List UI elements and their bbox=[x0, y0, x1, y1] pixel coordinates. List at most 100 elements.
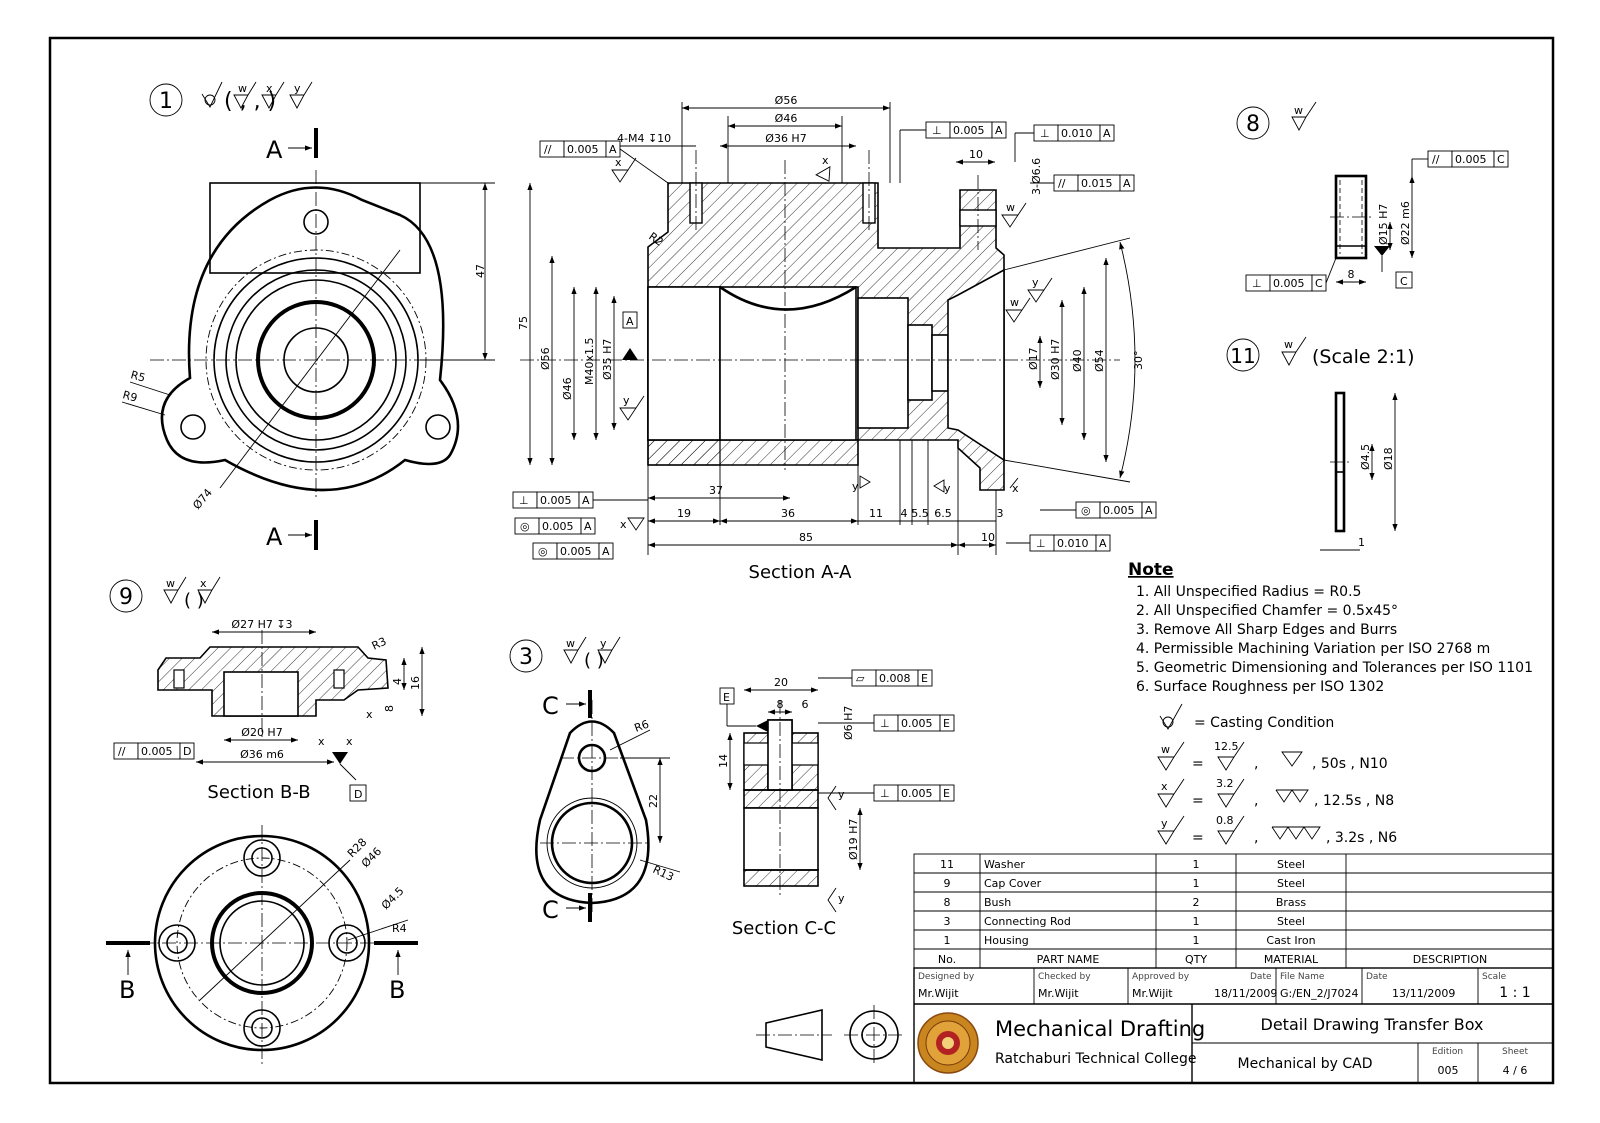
svg-text:A: A bbox=[1099, 537, 1107, 550]
section-letter-b-right: B bbox=[389, 976, 405, 1004]
svg-text:w: w bbox=[1010, 296, 1019, 309]
svg-text:Cap Cover: Cap Cover bbox=[984, 877, 1042, 890]
svg-text:20: 20 bbox=[774, 676, 788, 689]
svg-text:w: w bbox=[1284, 338, 1293, 351]
company-name: Mechanical Drafting bbox=[995, 1017, 1205, 1041]
svg-text:PART NAME: PART NAME bbox=[1037, 953, 1100, 966]
svg-text:◎: ◎ bbox=[538, 545, 548, 558]
svg-text:0.005: 0.005 bbox=[560, 545, 592, 558]
fcf-concentric-2: ◎ 0.005 A bbox=[532, 542, 614, 560]
svg-text:E: E bbox=[943, 787, 950, 800]
svg-text:=: = bbox=[1192, 756, 1204, 772]
svg-text:85: 85 bbox=[799, 531, 813, 544]
svg-text:Approved by: Approved by bbox=[1132, 972, 1190, 982]
note-item: 5. Geometric Dimensioning and Tolerances… bbox=[1136, 660, 1533, 676]
parts-row: 1 Housing 1 Cast Iron bbox=[944, 934, 1316, 947]
svg-text:0.005: 0.005 bbox=[953, 124, 985, 137]
svg-text:0.005: 0.005 bbox=[540, 494, 572, 507]
roughness-symbols: ( , , ) w x y bbox=[201, 81, 313, 114]
washer-number: 11 bbox=[1230, 344, 1255, 368]
svg-text:0.005: 0.005 bbox=[901, 787, 933, 800]
drawing-subtitle: Mechanical by CAD bbox=[1238, 1056, 1373, 1072]
parts-list: 11 Washer 1 Steel 9 Cap Cover 1 Steel 8 … bbox=[913, 853, 1554, 969]
svg-text:6.5: 6.5 bbox=[934, 507, 952, 520]
svg-text:D: D bbox=[354, 788, 362, 801]
svg-text:Steel: Steel bbox=[1277, 877, 1305, 890]
svg-text:C: C bbox=[1315, 277, 1323, 290]
svg-text:x: x bbox=[1161, 780, 1168, 793]
svg-text:1: 1 bbox=[1358, 536, 1365, 549]
svg-text:Ø15 H7: Ø15 H7 bbox=[1377, 204, 1390, 245]
parts-row: 3 Connecting Rod 1 Steel bbox=[944, 915, 1305, 928]
svg-text:E: E bbox=[723, 691, 730, 704]
svg-text:x: x bbox=[200, 577, 207, 590]
parts-row: 11 Washer 1 Steel bbox=[940, 858, 1305, 871]
svg-text:13/11/2009: 13/11/2009 bbox=[1392, 987, 1455, 1000]
svg-text:14: 14 bbox=[717, 754, 730, 768]
note-item: 2. All Unspecified Chamfer = 0.5x45° bbox=[1136, 603, 1398, 619]
svg-text:⊥: ⊥ bbox=[519, 494, 529, 507]
school-name: Ratchaburi Technical College bbox=[995, 1051, 1196, 1067]
drawing-title: Detail Drawing Transfer Box bbox=[1261, 1015, 1484, 1034]
svg-text:File Name: File Name bbox=[1280, 972, 1325, 982]
svg-text:10: 10 bbox=[969, 148, 983, 161]
svg-text://: // bbox=[1058, 177, 1066, 190]
svg-text:( , , ): ( , , ) bbox=[224, 89, 276, 114]
svg-text:, 3.2s , N6: , 3.2s , N6 bbox=[1326, 830, 1397, 846]
svg-text:Scale: Scale bbox=[1482, 972, 1507, 982]
svg-text:w: w bbox=[166, 577, 175, 590]
section-letter-b-left: B bbox=[119, 976, 135, 1004]
svg-text:Connecting Rod: Connecting Rod bbox=[984, 915, 1071, 928]
parts-row: 9 Cap Cover 1 Steel bbox=[944, 877, 1305, 890]
svg-text:22: 22 bbox=[647, 794, 660, 808]
cover-number: 9 bbox=[119, 585, 133, 610]
svg-text:Ø17: Ø17 bbox=[1027, 347, 1040, 370]
svg-text:3.2: 3.2 bbox=[1216, 777, 1234, 790]
svg-text:x: x bbox=[620, 518, 627, 531]
svg-text:Ø30 H7: Ø30 H7 bbox=[1049, 339, 1062, 380]
svg-text:y: y bbox=[838, 892, 845, 905]
svg-text:1: 1 bbox=[944, 934, 951, 947]
projection-symbol bbox=[756, 1005, 904, 1065]
svg-text:A: A bbox=[602, 545, 610, 558]
svg-text:Ø22 m6: Ø22 m6 bbox=[1399, 201, 1412, 245]
svg-text:x: x bbox=[318, 735, 325, 748]
svg-text:0.015: 0.015 bbox=[1081, 177, 1113, 190]
svg-text:A: A bbox=[1103, 127, 1111, 140]
section-letter-bottom: A bbox=[266, 523, 283, 551]
svg-text:Mr.Wijit: Mr.Wijit bbox=[1038, 987, 1079, 1000]
roughness-marks-aa: x x w w y y y y x x bbox=[611, 154, 1053, 531]
title-block: Designed by Mr.Wijit Checked by Mr.Wijit… bbox=[913, 967, 1554, 1084]
section-aa-view: Ø56 Ø46 Ø36 H7 4-M4 ↧10 R2 10 3-Ø6.6 75 … bbox=[512, 94, 1157, 583]
svg-text:x: x bbox=[346, 735, 353, 748]
section-letter-c-bottom: C bbox=[542, 896, 559, 924]
fcf-rod-perp-1: ⊥ 0.005 E bbox=[873, 714, 955, 732]
svg-text:005: 005 bbox=[1438, 1064, 1459, 1077]
svg-text:y: y bbox=[852, 480, 859, 493]
svg-text:2: 2 bbox=[1193, 896, 1200, 909]
svg-text:R5: R5 bbox=[129, 368, 147, 384]
svg-text:DESCRIPTION: DESCRIPTION bbox=[1413, 953, 1487, 966]
svg-text:1: 1 bbox=[1193, 858, 1200, 871]
fcf-cover-parallel: // 0.005 D bbox=[113, 742, 195, 760]
rod-view: 3 w ( ) y C C R6 22 R13 20 bbox=[509, 636, 955, 939]
parts-row: 8 Bush 2 Brass bbox=[944, 896, 1307, 909]
svg-text:⏥: ⏥ bbox=[856, 672, 865, 685]
svg-text:Checked by: Checked by bbox=[1038, 972, 1091, 982]
svg-text:Ø4.5: Ø4.5 bbox=[1359, 444, 1372, 470]
svg-text:Ø36 H7: Ø36 H7 bbox=[765, 132, 806, 145]
svg-text:w: w bbox=[238, 82, 247, 95]
fcf-perp-bottom-left: ⊥ 0.005 A bbox=[512, 491, 594, 509]
svg-text:D: D bbox=[183, 745, 191, 758]
svg-text:8: 8 bbox=[944, 896, 951, 909]
svg-text:◎: ◎ bbox=[520, 520, 530, 533]
fcf-concentric-1: ◎ 0.005 A bbox=[514, 517, 596, 535]
svg-text:4: 4 bbox=[901, 507, 908, 520]
svg-text:0.010: 0.010 bbox=[1057, 537, 1089, 550]
svg-text:Designed by: Designed by bbox=[918, 972, 975, 982]
svg-text:,: , bbox=[1254, 830, 1258, 846]
svg-text:Edition: Edition bbox=[1432, 1047, 1463, 1057]
svg-text:8: 8 bbox=[1348, 268, 1355, 281]
svg-text:19: 19 bbox=[677, 507, 691, 520]
svg-text:R3: R3 bbox=[370, 635, 389, 653]
